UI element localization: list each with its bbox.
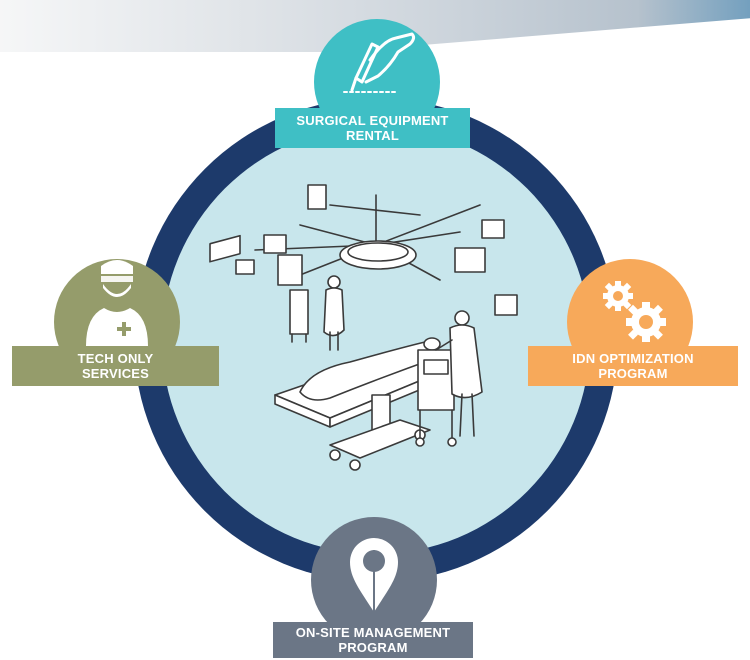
tech-only-services-label: TECH ONLY SERVICES [12, 346, 219, 386]
idn-label-line1: IDN OPTIMIZATION [572, 351, 694, 366]
operating-room-illustration [209, 101, 518, 471]
onsite-label-line1: ON-SITE MANAGEMENT [295, 625, 451, 640]
surgical-label-line2: RENTAL [346, 128, 399, 143]
tech-label-line2: SERVICES [81, 366, 150, 381]
idn-optimization-program-label: IDN OPTIMIZATION PROGRAM [528, 346, 738, 386]
surgical-label-line1: SURGICAL EQUIPMENT [296, 113, 449, 128]
onsite-label-line2: PROGRAM [338, 640, 408, 655]
gears-icon [603, 281, 666, 342]
map-pin-icon [350, 538, 398, 612]
hand-pen-icon [343, 32, 416, 93]
onsite-management-program-label: ON-SITE MANAGEMENT PROGRAM [273, 622, 473, 658]
medic-cross-icon [117, 322, 131, 336]
center-circle [162, 126, 590, 554]
surgical-equipment-rental-label: SURGICAL EQUIPMENT RENTAL [275, 108, 470, 148]
idn-label-line2: PROGRAM [598, 366, 668, 381]
tech-label-line1: TECH ONLY [77, 351, 154, 366]
